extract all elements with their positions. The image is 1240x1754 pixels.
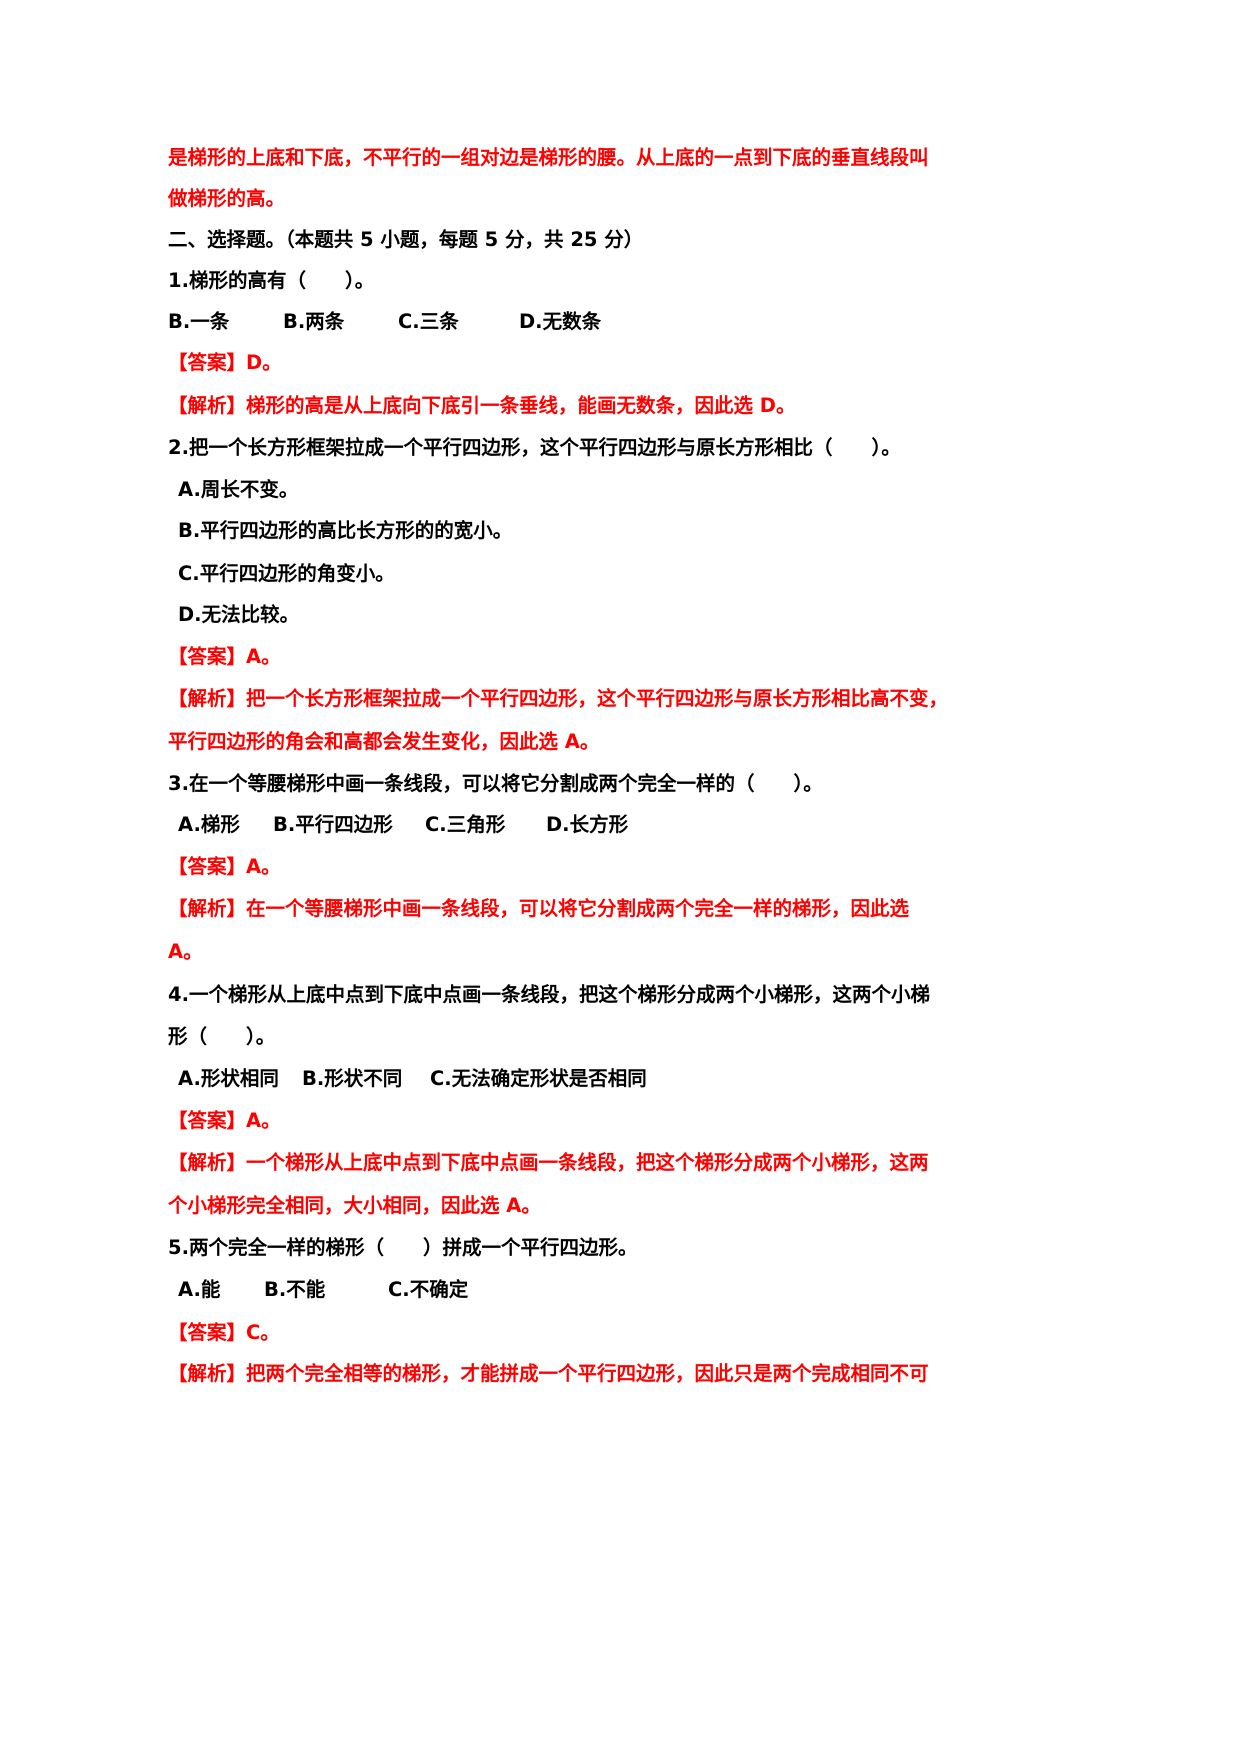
question-5-options: A.能 B.不能 C.不确定 xyxy=(178,1277,468,1303)
option: C.无法确定形状是否相同 xyxy=(430,1067,647,1090)
question-2-analysis-line-2: 平行四边形的角会和高都会发生变化，因此选 A。 xyxy=(168,730,600,753)
option: A.形状相同 xyxy=(178,1067,279,1090)
option: B.不能 xyxy=(264,1278,326,1301)
option: B.两条 xyxy=(283,310,345,333)
question-2-analysis-line-1: 【解析】把一个长方形框架拉成一个平行四边形，这个平行四边形与原长方形相比高不变， xyxy=(168,687,949,710)
intro-line-1: 是梯形的上底和下底，不平行的一组对边是梯形的腰。从上底的一点到下底的垂直线段叫 xyxy=(168,146,929,169)
option: A.周长不变。 xyxy=(178,478,299,501)
question-3-analysis-line-2: A。 xyxy=(168,940,203,963)
question-4-analysis-line-1: 【解析】一个梯形从上底中点到下底中点画一条线段，把这个梯形分成两个小梯形，这两 xyxy=(168,1151,929,1174)
option: B.平行四边形 xyxy=(273,813,393,836)
question-3-answer: 【答案】A。 xyxy=(168,855,281,878)
option: D.无法比较。 xyxy=(178,603,300,626)
question-4-options: A.形状相同 B.形状不同 C.无法确定形状是否相同 xyxy=(178,1066,647,1092)
question-5-answer: 【答案】C。 xyxy=(168,1321,280,1344)
intro-line-2: 做梯形的高。 xyxy=(168,187,286,210)
question-3-stem: 3.在一个等腰梯形中画一条线段，可以将它分割成两个完全一样的（ ）。 xyxy=(168,772,823,795)
option: D.长方形 xyxy=(546,813,629,836)
question-1-stem: 1.梯形的高有（ ）。 xyxy=(168,269,375,292)
section-title: 二、选择题。（本题共 5 小题，每题 5 分，共 25 分） xyxy=(168,228,644,251)
question-5-stem: 5.两个完全一样的梯形（ ）拼成一个平行四边形。 xyxy=(168,1236,638,1259)
question-3-analysis-line-1: 【解析】在一个等腰梯形中画一条线段，可以将它分割成两个完全一样的梯形，因此选 xyxy=(168,897,910,920)
question-1-analysis: 【解析】梯形的高是从上底向下底引一条垂线，能画无数条，因此选 D。 xyxy=(168,394,796,417)
question-2-stem: 2.把一个长方形框架拉成一个平行四边形，这个平行四边形与原长方形相比（ ）。 xyxy=(168,436,901,459)
option: C.三条 xyxy=(398,310,459,333)
question-4-answer: 【答案】A。 xyxy=(168,1109,281,1132)
option: B.平行四边形的高比长方形的的宽小。 xyxy=(178,519,513,542)
option: D.无数条 xyxy=(519,310,602,333)
question-4-stem-line-1: 4.一个梯形从上底中点到下底中点画一条线段，把这个梯形分成两个小梯形，这两个小梯 xyxy=(168,983,930,1006)
question-1-options: B.一条 B.两条 C.三条 D.无数条 xyxy=(168,309,601,335)
option: C.不确定 xyxy=(388,1278,469,1301)
option: A.梯形 xyxy=(178,813,240,836)
option: C.平行四边形的角变小。 xyxy=(178,562,395,585)
option: B.一条 xyxy=(168,310,230,333)
question-2-answer: 【答案】A。 xyxy=(168,645,281,668)
question-1-answer: 【答案】D。 xyxy=(168,351,282,374)
question-4-analysis-line-2: 个小梯形完全相同，大小相同，因此选 A。 xyxy=(168,1194,541,1217)
option: C.三角形 xyxy=(425,813,506,836)
question-5-analysis-line-1: 【解析】把两个完全相等的梯形，才能拼成一个平行四边形，因此只是两个完成相同不可 xyxy=(168,1362,929,1385)
option: A.能 xyxy=(178,1278,221,1301)
question-3-options: A.梯形 B.平行四边形 C.三角形 D.长方形 xyxy=(178,812,628,838)
question-4-stem-line-2: 形（ ）。 xyxy=(168,1025,276,1048)
option: B.形状不同 xyxy=(302,1067,403,1090)
